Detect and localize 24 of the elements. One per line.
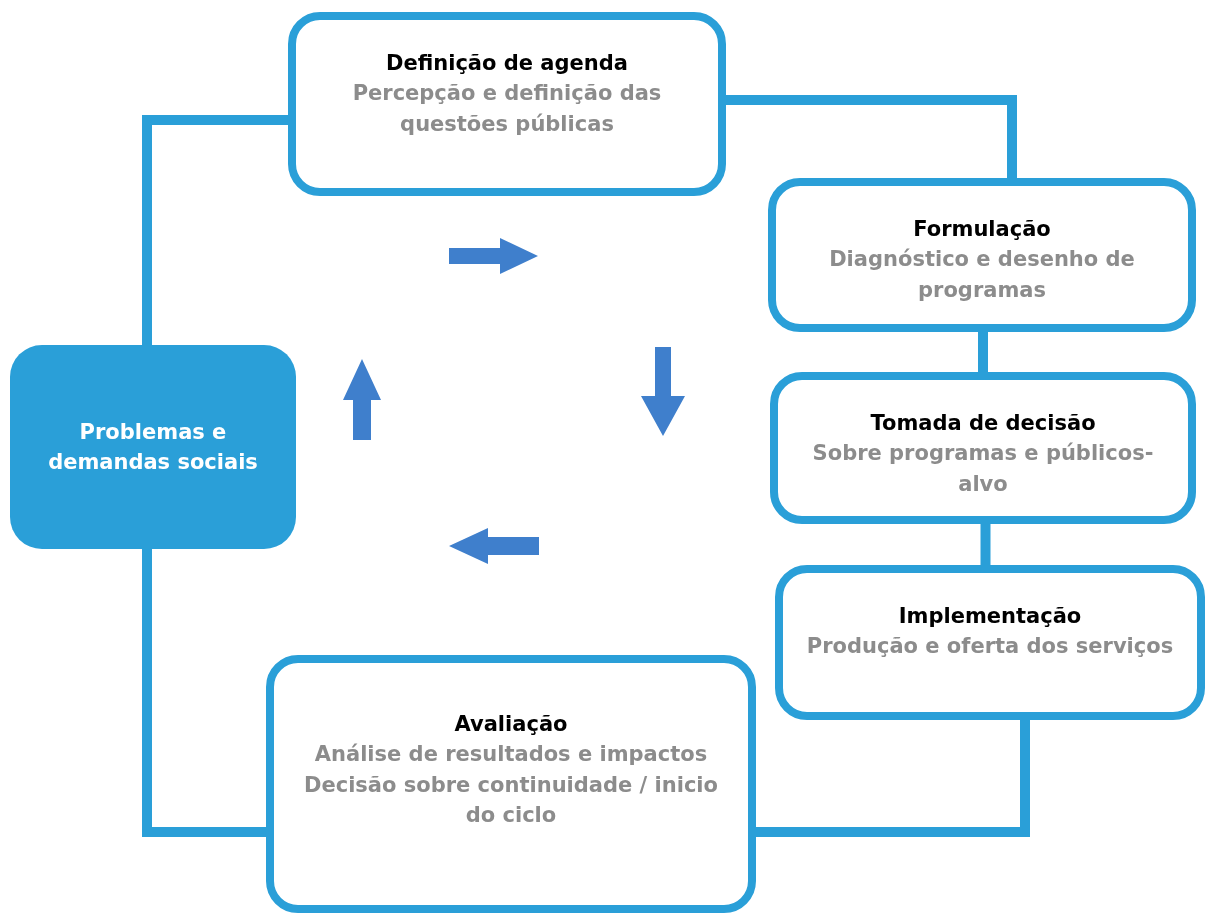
stage-description: Percepção e definição das questões públicas <box>351 80 663 138</box>
stage-title: Avaliação <box>454 711 568 738</box>
problem-box <box>10 345 296 549</box>
stage-title: Definição de agenda <box>386 50 628 77</box>
connector-line <box>142 549 266 837</box>
stage-description: Decisão sobre continuidade / inicio do ciclo <box>303 771 719 830</box>
stage-box <box>266 655 756 913</box>
stage-box <box>288 12 726 196</box>
stage-description: Sobre programas e públicos-alvo <box>811 440 1155 498</box>
stage-description: Problemas e demandas sociais <box>47 418 259 476</box>
stage-title: Formulação <box>913 216 1051 243</box>
stage-box <box>775 565 1205 720</box>
connector-line <box>142 115 288 345</box>
stage-box <box>768 178 1196 332</box>
stage-title: Implementação <box>898 603 1082 630</box>
connector-line <box>756 720 1030 837</box>
stage-description: Diagnóstico e desenho de programas <box>828 246 1136 304</box>
connector-line <box>980 524 991 565</box>
connector-line <box>978 332 988 372</box>
stage-description: Produção e oferta dos serviços <box>806 633 1174 661</box>
stage-description: Análise de resultados e impactos <box>314 741 708 769</box>
stage-title: Tomada de decisão <box>870 410 1096 437</box>
connector-line <box>726 95 1017 178</box>
stage-box <box>770 372 1196 524</box>
